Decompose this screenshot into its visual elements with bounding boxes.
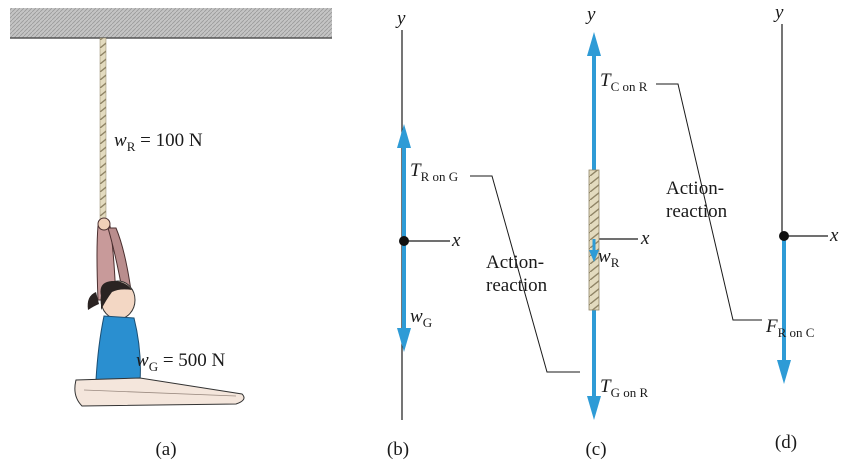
caption-d: (d) xyxy=(775,432,797,453)
weight-arrowhead-b xyxy=(397,328,411,352)
tension-arrowhead-b xyxy=(397,124,411,148)
action-reaction-connector-left: Action- reaction xyxy=(470,175,580,373)
panel-c: y x TC on R wR TG on R (c) xyxy=(585,4,650,460)
y-axis-label-d: y xyxy=(773,2,784,23)
panel-b: y x TR on G wG (b) xyxy=(387,8,461,460)
x-axis-label-d: x xyxy=(829,225,839,246)
action-reaction-label-right: Action- xyxy=(666,178,724,199)
gymnast-weight-label: wG = 500 N xyxy=(136,350,226,374)
caption-a: (a) xyxy=(155,439,176,460)
origin-d xyxy=(779,231,789,241)
force-label-d: FR on C xyxy=(765,316,814,340)
rope-weight-label: wR = 100 N xyxy=(114,130,203,154)
rope-weight-arrowhead-c xyxy=(589,250,599,262)
action-reaction-label-left-2: reaction xyxy=(486,275,548,296)
ceiling xyxy=(10,8,332,38)
rope-weight-label-c: wR xyxy=(598,246,620,270)
tension-up-arrowhead-c xyxy=(587,32,601,56)
origin-b xyxy=(399,236,409,246)
rope xyxy=(99,37,107,229)
tension-down-arrowhead-c xyxy=(587,396,601,420)
action-reaction-label-left: Action- xyxy=(486,252,544,273)
panel-a: wR = 100 N wG = 500 N (a) xyxy=(10,8,332,460)
caption-b: (b) xyxy=(387,439,409,460)
panel-d: y x FR on C (d) xyxy=(765,2,839,453)
force-arrowhead-d xyxy=(777,360,791,384)
y-axis-label-b: y xyxy=(395,8,406,29)
gymnast-illustration xyxy=(74,217,245,407)
tension-label-b: TR on G xyxy=(410,160,458,184)
y-axis-label-c: y xyxy=(585,4,596,25)
caption-c: (c) xyxy=(585,439,606,460)
weight-label-b: wG xyxy=(410,306,432,330)
tension-up-label-c: TC on R xyxy=(600,70,648,94)
tension-down-label-c: TG on R xyxy=(600,376,648,400)
action-reaction-label-right-2: reaction xyxy=(666,201,728,222)
x-axis-label-b: x xyxy=(451,230,461,251)
action-reaction-connector-right: Action- reaction xyxy=(656,83,762,321)
x-axis-label-c: x xyxy=(640,228,650,249)
